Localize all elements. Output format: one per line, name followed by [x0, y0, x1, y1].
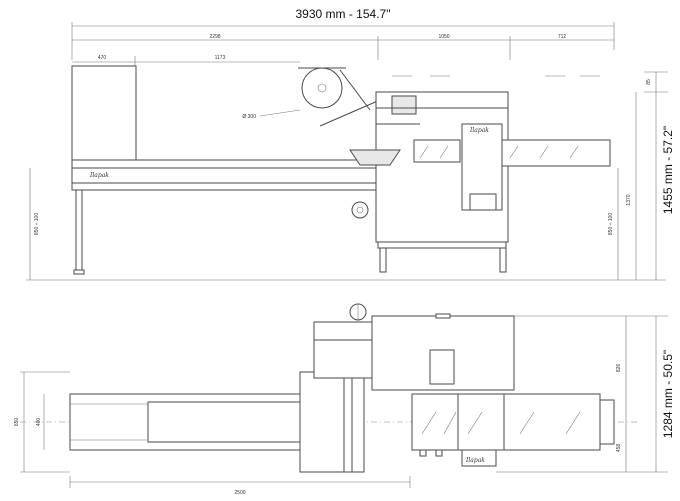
control-panel: [391, 95, 417, 115]
top-logo: Ilapak: [465, 457, 485, 464]
total-length-label: 3930 mm - 154.7": [296, 7, 391, 21]
outfeed-conveyor-top: [503, 393, 601, 451]
dim-470: 470: [98, 55, 107, 61]
dim-top: 85: [646, 79, 652, 85]
film-reel: [301, 67, 343, 109]
dim-right-bottom: 458: [616, 444, 622, 453]
outfeed-conveyor: [501, 139, 611, 167]
total-height-label: 1455 mm - 57.2": [661, 126, 675, 214]
body-logo: Ilapak: [469, 127, 489, 134]
infeed-back-panel: [71, 65, 137, 161]
dim-1173: 1173: [215, 55, 226, 61]
dim-infeed: 2298: [209, 34, 220, 40]
side-view: 3930 mm - 154.7" 2298 1050 712 470 1173 …: [26, 7, 675, 281]
dim-height-left: 850 ÷ 100: [34, 213, 40, 235]
reel-diameter-label: Ø 300: [242, 114, 256, 120]
dim-right-top: 826: [616, 364, 622, 373]
top-view: Ilapak 650 400 2500 826 458 1284 mm - 50…: [14, 303, 675, 496]
film-former: [349, 149, 401, 166]
dim-bottom: 2500: [234, 490, 245, 496]
dim-out: 712: [558, 34, 567, 40]
infeed-frame-top: [299, 371, 365, 473]
infeed-conveyor: [71, 159, 413, 191]
dim-height-right: 850 ÷ 100: [608, 213, 614, 235]
dim-left-inner: 400: [36, 418, 42, 427]
dim-1370: 1370: [626, 194, 632, 205]
total-width-label: 1284 mm - 50.5": [661, 350, 675, 438]
dim-left-outer: 650: [14, 418, 20, 427]
dim-mid: 1050: [438, 34, 449, 40]
reel-unit-top: [313, 321, 373, 379]
infeed-logo: Ilapak: [89, 172, 109, 179]
glass-guard-left: [413, 139, 461, 163]
